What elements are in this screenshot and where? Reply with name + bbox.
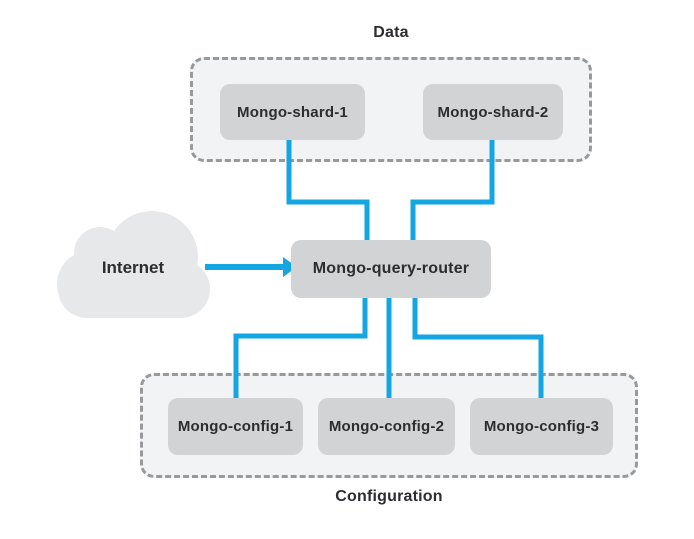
configuration-group-label: Configuration [335,488,443,505]
node-label: Mongo-config-2 [328,418,445,435]
node-mongo-config-1: Mongo-config-1 [168,398,303,455]
node-mongo-config-3: Mongo-config-3 [470,398,613,455]
node-mongo-shard-2: Mongo-shard-2 [423,84,563,140]
node-label: Mongo-config-3 [483,418,600,435]
node-label: Mongo-config-1 [177,418,294,435]
node-mongo-config-2: Mongo-config-2 [318,398,455,455]
node-mongo-query-router: Mongo-query-router [291,240,491,298]
data-group-label: Data [373,24,409,41]
internet-label: Internet [101,258,165,277]
node-label: Mongo-query-router [312,260,470,277]
node-mongo-shard-1: Mongo-shard-1 [220,84,365,140]
node-label: Mongo-shard-2 [437,103,549,121]
node-label: Mongo-shard-1 [237,103,348,121]
